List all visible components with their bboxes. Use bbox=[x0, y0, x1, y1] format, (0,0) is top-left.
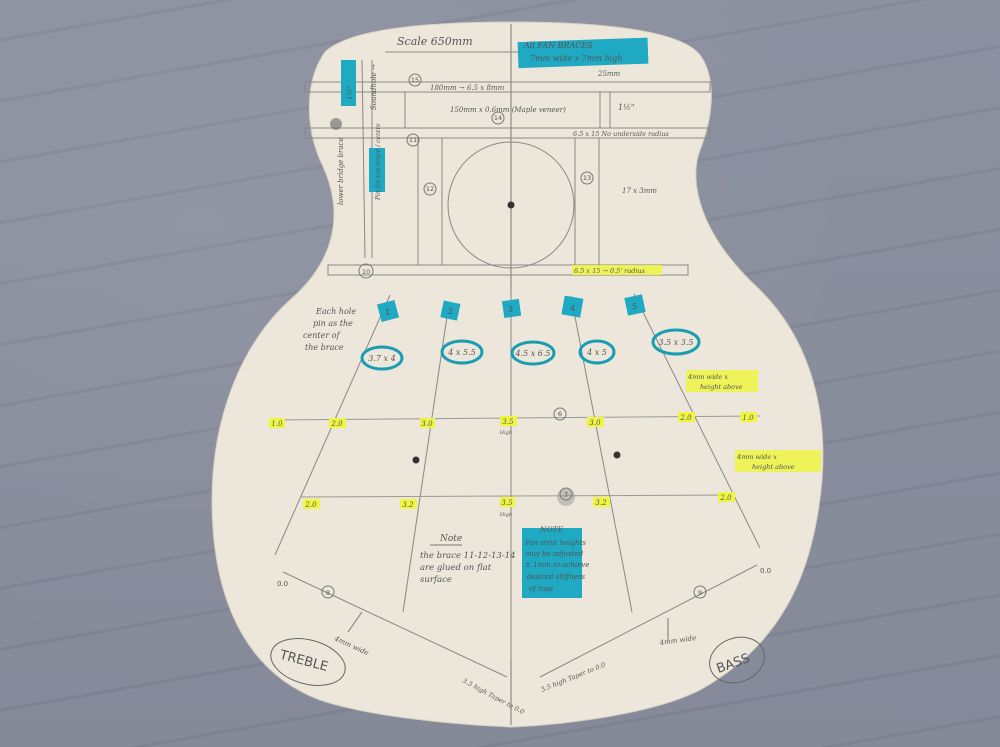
fan-note-line2: 7mm wide x 7mm high bbox=[530, 54, 622, 63]
svg-text:3.2: 3.2 bbox=[402, 501, 414, 509]
svg-text:12: 12 bbox=[426, 185, 434, 193]
soundhole-label: Soundhole → bbox=[370, 64, 378, 110]
svg-text:5: 5 bbox=[632, 302, 637, 311]
svg-text:9: 9 bbox=[698, 589, 702, 597]
svg-text:the brace 11-12-13-14: the brace 11-12-13-14 bbox=[420, 551, 516, 561]
left-note-1: 1½" bbox=[346, 86, 354, 100]
svg-text:may be adjusted: may be adjusted bbox=[525, 550, 584, 558]
left-highlight-1 bbox=[341, 60, 356, 106]
dim-brace-10: 6.5 x 15 → 0.5' radius bbox=[574, 267, 646, 275]
svg-text:High: High bbox=[499, 430, 512, 436]
svg-text:2.0: 2.0 bbox=[304, 501, 317, 509]
svg-text:15: 15 bbox=[411, 76, 419, 84]
svg-text:14: 14 bbox=[494, 114, 502, 122]
fan-note-highlight bbox=[517, 37, 649, 69]
lower-bridge-label: lower bridge brace bbox=[337, 137, 345, 205]
brace-15 bbox=[304, 81, 711, 93]
svg-text:are glued on flat: are glued on flat bbox=[420, 563, 492, 573]
row6-height-values: 1.0 2.0 3.0 3.5 3.0 2.0 1.0 High bbox=[271, 414, 754, 436]
side-note-1b: height above bbox=[700, 383, 743, 391]
brace-9-bass bbox=[539, 564, 758, 678]
brace-12 bbox=[417, 137, 443, 266]
note-right-text: Fan strut heights may be adjusted ± 1mm … bbox=[524, 539, 589, 593]
svg-text:3: 3 bbox=[508, 305, 513, 314]
dim-brace-13: 17 x 3mm bbox=[622, 187, 657, 195]
dim-brace-14: 150mm x 0.6mm (Maple veneer) bbox=[450, 106, 566, 114]
center-pin-hole bbox=[507, 201, 515, 209]
svg-text:High: High bbox=[499, 512, 512, 518]
svg-text:1.0: 1.0 bbox=[742, 414, 754, 422]
svg-text:11: 11 bbox=[409, 136, 417, 144]
svg-text:Each hole: Each hole bbox=[315, 307, 356, 316]
svg-text:3.5: 3.5 bbox=[501, 499, 513, 507]
svg-text:3.0: 3.0 bbox=[589, 419, 601, 427]
fan-size-labels: 3.7 x 4 4 x 5.5 4.5 x 6.5 4 x 5 3.5 x 3.… bbox=[368, 338, 693, 363]
fan-pin-markers bbox=[376, 294, 646, 323]
brace-numbers: 15 14 11 12 13 10 6 7 8 9 bbox=[326, 76, 702, 597]
brace-10 bbox=[327, 264, 689, 276]
fan-size-ellipses bbox=[360, 328, 701, 371]
svg-text:pin as the: pin as the bbox=[313, 319, 353, 328]
left-highlight-2 bbox=[369, 148, 385, 192]
svg-text:8: 8 bbox=[326, 589, 330, 597]
side-note-2b: height above bbox=[752, 463, 795, 471]
svg-text:Fan strut heights: Fan strut heights bbox=[524, 539, 586, 547]
svg-text:the brace: the brace bbox=[305, 343, 344, 352]
soundhole bbox=[447, 141, 575, 269]
row7-heights bbox=[303, 492, 735, 509]
svg-text:10: 10 bbox=[362, 268, 370, 276]
svg-text:3.5: 3.5 bbox=[502, 418, 514, 426]
guitar-body-outline bbox=[211, 21, 824, 728]
svg-text:3.5 x 3.5: 3.5 x 3.5 bbox=[658, 338, 693, 347]
fan-pin-numbers: 1 2 3 4 5 bbox=[385, 302, 637, 317]
svg-text:4.5 x 6.5: 4.5 x 6.5 bbox=[514, 349, 550, 358]
brace-7 bbox=[299, 494, 736, 498]
left-note-2: Pin for top brace / centre bbox=[375, 123, 382, 201]
svg-text:3.0: 3.0 bbox=[421, 420, 433, 428]
svg-text:desired stiffness: desired stiffness bbox=[527, 573, 585, 581]
side-note-1: 4mm wide x bbox=[687, 373, 728, 381]
note-left-text: the brace 11-12-13-14 are glued on flat … bbox=[420, 551, 516, 585]
svg-text:2.0: 2.0 bbox=[330, 420, 343, 428]
dim-25mm: 25mm bbox=[597, 70, 621, 78]
note-left-title: Note bbox=[439, 534, 462, 544]
note-right-title: NOTE bbox=[539, 525, 564, 534]
svg-text:13: 13 bbox=[583, 174, 591, 182]
scale-title: Scale 650mm bbox=[397, 35, 473, 48]
brace-11 bbox=[304, 127, 711, 139]
dim-inch: 1½" bbox=[618, 103, 635, 112]
treble-ellipse bbox=[270, 638, 346, 686]
side-note-2: 4mm wide x bbox=[736, 453, 777, 461]
svg-text:2.0: 2.0 bbox=[679, 414, 692, 422]
svg-text:of tops: of tops bbox=[529, 585, 554, 593]
fan-note-line1: All FAN BRACES bbox=[523, 41, 593, 50]
bass-ellipse bbox=[709, 636, 765, 684]
svg-text:7: 7 bbox=[564, 491, 568, 499]
svg-text:± 1mm to achieve: ± 1mm to achieve bbox=[525, 561, 589, 569]
svg-text:1: 1 bbox=[385, 308, 390, 317]
svg-text:center of: center of bbox=[303, 331, 342, 340]
brace-number-circles bbox=[321, 73, 707, 599]
svg-text:6: 6 bbox=[558, 410, 562, 418]
dim-brace-15: 180mm → 6.5 x 8mm bbox=[430, 84, 505, 92]
bass-end: 0.0 bbox=[760, 567, 771, 575]
svg-text:surface: surface bbox=[420, 575, 452, 585]
svg-text:3.2: 3.2 bbox=[595, 499, 607, 507]
svg-text:2.0: 2.0 bbox=[719, 494, 732, 502]
svg-text:4: 4 bbox=[570, 304, 575, 313]
dim-brace-11: 6.5 x 15 No underside radius bbox=[573, 130, 670, 138]
svg-text:2: 2 bbox=[448, 307, 453, 316]
row6-heights bbox=[269, 412, 757, 428]
svg-text:1.0: 1.0 bbox=[271, 420, 283, 428]
row7-height-values: 2.0 3.2 3.5 3.2 2.0 High bbox=[304, 494, 732, 518]
svg-text:3.7 x 4: 3.7 x 4 bbox=[368, 354, 395, 363]
note-right-highlight bbox=[522, 528, 582, 598]
brace-8-treble bbox=[282, 571, 508, 678]
treble-end: 0.0 bbox=[277, 580, 288, 588]
svg-text:4 x 5.5: 4 x 5.5 bbox=[447, 348, 475, 357]
pin-note: Each hole pin as the center of the brace bbox=[303, 307, 356, 352]
svg-text:4 x 5: 4 x 5 bbox=[586, 348, 607, 357]
